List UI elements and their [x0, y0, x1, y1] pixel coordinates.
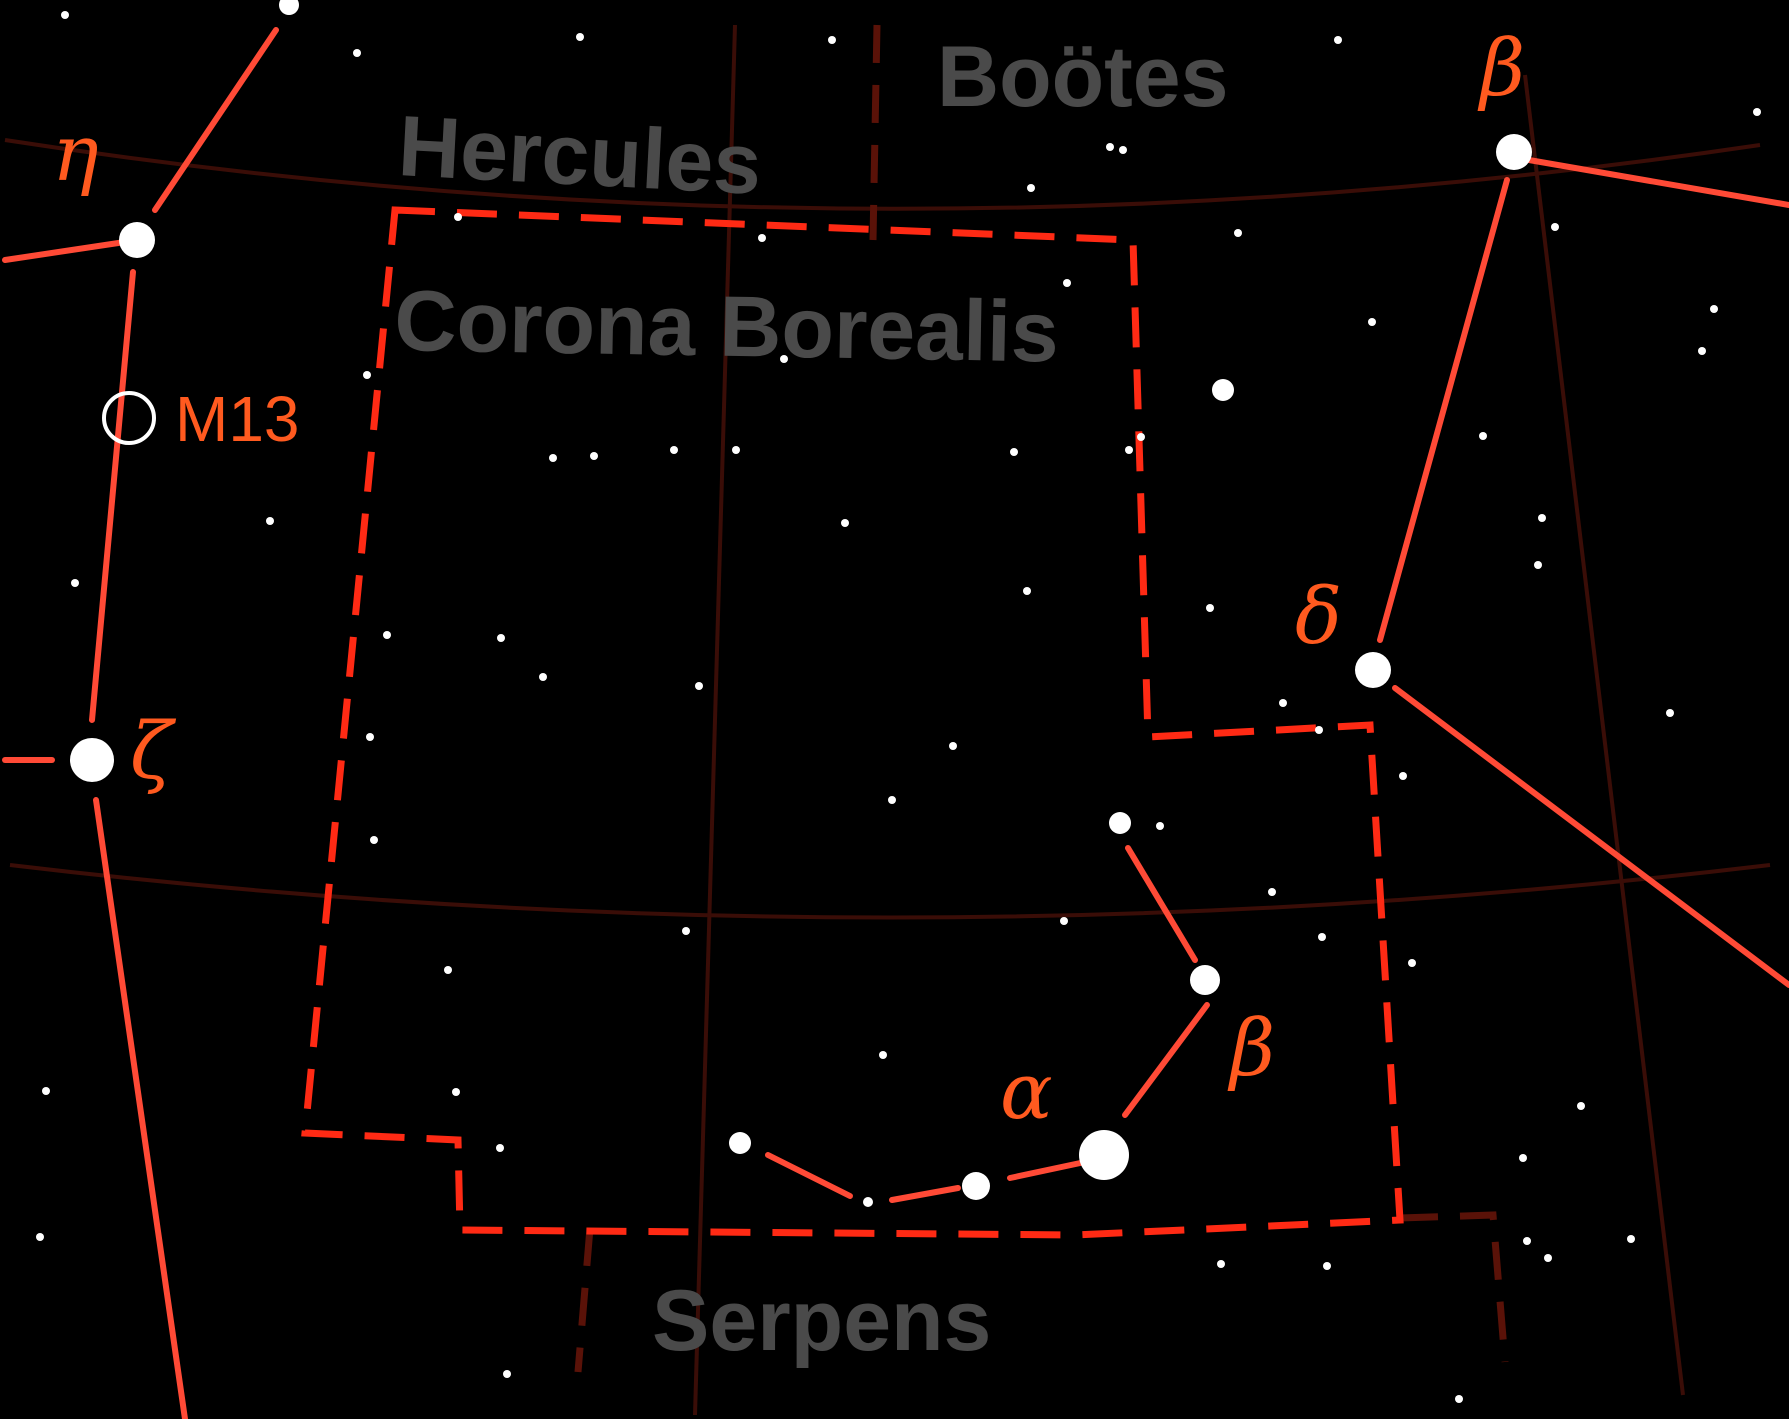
- ra-line-right: [1523, 74, 1685, 1396]
- label-beta-bootis: β: [1477, 24, 1525, 114]
- star-iota-coronae-borealis: [729, 1132, 751, 1154]
- star-bright-2: [279, 0, 299, 15]
- star-bright-1: [1212, 379, 1234, 401]
- star-eta-herculis: [119, 222, 155, 258]
- boundary-other: [574, 24, 1509, 1373]
- m13-cluster-marker: [102, 391, 156, 445]
- boundary-corona-borealis: [301, 206, 1404, 1239]
- star-delta-bootis: [1355, 652, 1391, 688]
- coordinate-grid: [4, 24, 1771, 1416]
- declination-line-lower: [9, 863, 1771, 920]
- declination-line-upper: [4, 138, 1761, 211]
- faint-stars: [36, 11, 1761, 1403]
- label-beta-coronae-borealis: β: [1227, 1004, 1275, 1094]
- star-delta-coronae-borealis: [863, 1197, 873, 1207]
- star-beta-coronae-borealis: [1190, 965, 1220, 995]
- label-zeta-herculis: ζ: [130, 707, 177, 797]
- label-eta-herculis: η: [52, 109, 99, 199]
- boundary-serpens-left: [574, 1227, 594, 1373]
- star-gamma-coronae-borealis: [962, 1172, 990, 1200]
- ra-line-left: [693, 24, 737, 1416]
- m13-label: M13: [175, 383, 300, 455]
- boundary-serpens-right: [1399, 1211, 1509, 1363]
- label-hercules: Hercules: [396, 98, 764, 213]
- star-zeta-herculis: [70, 738, 114, 782]
- label-corona-borealis: Corona Borealis: [394, 273, 1060, 381]
- label-serpens: Serpens: [652, 1273, 991, 1369]
- label-alpha-coronae-borealis: α: [1000, 1047, 1053, 1137]
- stick-figures: [2, 27, 1789, 1419]
- label-delta-bootis: δ: [1295, 572, 1342, 662]
- label-bootes: Boötes: [937, 29, 1228, 125]
- bright-stars: [70, 0, 1532, 1207]
- star-beta-bootis: [1496, 134, 1532, 170]
- boundary-bootes-hercules: [869, 24, 881, 241]
- star-alpha-coronae-borealis: [1079, 1130, 1129, 1180]
- star-theta-coronae-borealis: [1109, 812, 1131, 834]
